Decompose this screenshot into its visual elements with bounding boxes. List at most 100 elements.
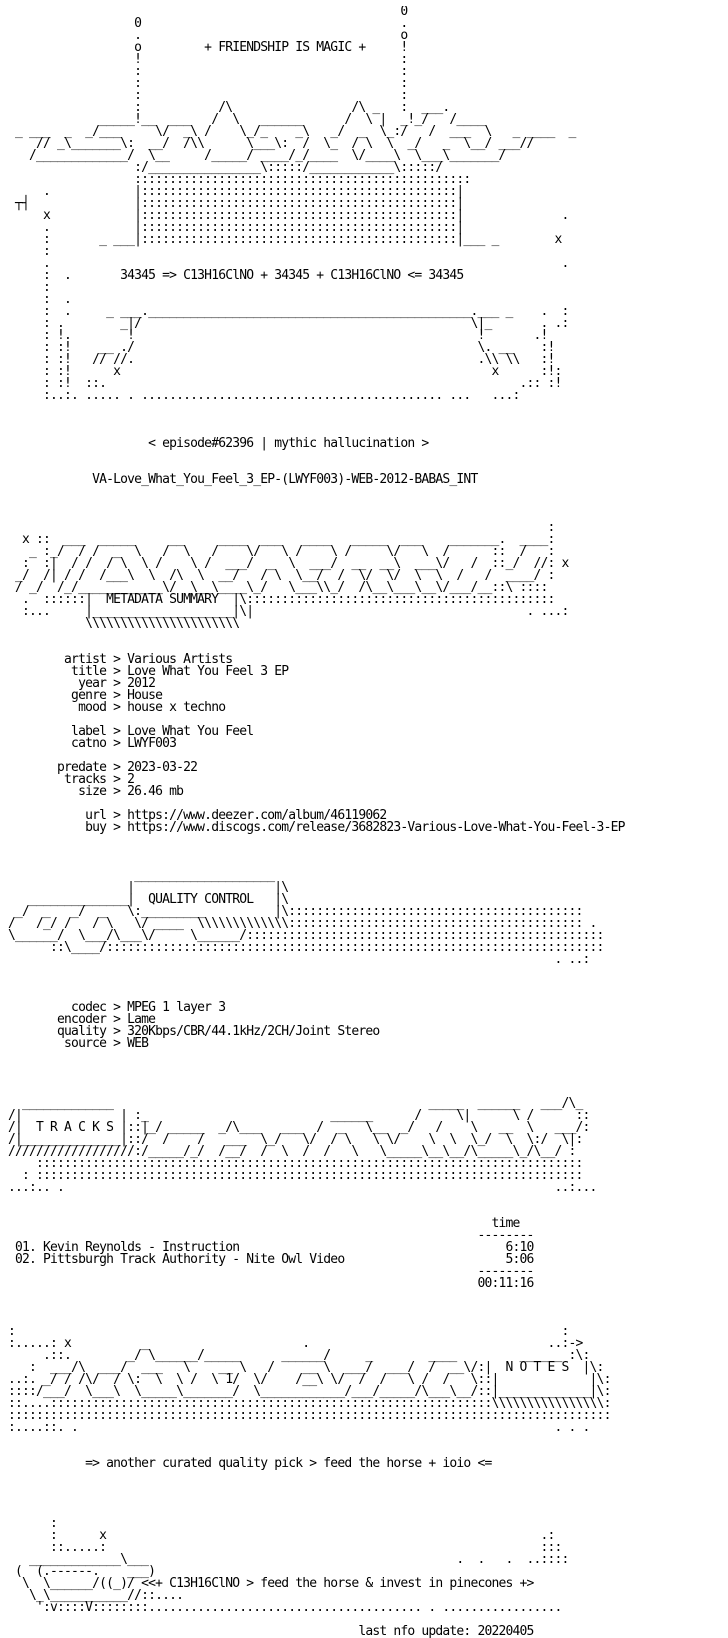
nfo-line: : [8,244,51,259]
nfo-line: ┬┤ |::::::::::::::::::::::::::::::::::::… [8,196,464,211]
nfo-line: /| T R A C K S |::|_/ _____ _/\___ ___ /… [8,1120,590,1135]
nfo-line [8,450,728,462]
nfo-line: : [8,1516,58,1531]
nfo-line [8,402,728,414]
nfo-line [8,1614,728,1626]
nfo-line [8,498,728,510]
nfo-line: : [8,520,556,535]
nfo-line: . . [8,256,569,271]
nfo-line: : x .: [8,1528,555,1543]
nfo-line: encoder > Lame [8,1012,156,1027]
nfo-line: : : [8,88,408,103]
nfo-line: _____________\___ . . . ..:::: [8,1552,569,1567]
nfo-line [8,1290,728,1302]
nfo-line: genre > House [8,688,163,703]
nfo-line: ..:. _/ / /\/ / \: \ \ / \ 1/ \/ /__\ \/… [8,1372,611,1387]
nfo-line: . |:::::::::::::::::::::::::::::::::::::… [8,184,464,199]
nfo-line: : :! // //. .\\ \\ :! [8,352,555,367]
nfo-line: < episode#62396 | mythic hallucination > [8,436,429,451]
nfo-line: 0 [8,6,408,19]
nfo-line: \______/ \___/\___\/ \______/:::::::::::… [8,928,604,943]
nfo-line: ::::/___/ \___\ \_____\_______/ \_______… [8,1384,611,1399]
nfo-line: _ :_/ / / _ \ / \ / \/ \ / \ / \/ \ / ::… [8,544,555,559]
nfo-line [8,486,728,498]
nfo-line: / _/ /_/____________\/ \__\____\_/ \___\… [8,580,548,595]
nfo-line: ( (.------. ___) [8,1564,156,1579]
nfo-line: /_____________/ \__ /_____/ ____/_/____ … [8,148,506,163]
nfo-line: : . [8,292,72,307]
nfo-line: | |\ [8,880,289,895]
nfo-line [8,834,728,846]
nfo-line: :... |____________________|\| . ...: [8,604,569,619]
nfo-line: : : [8,76,408,91]
nfo-line: //////////////////:/_____/_/ /__/ / \ / … [8,1144,576,1159]
nfo-line: predate > 2023-03-22 [8,760,198,775]
nfo-line: . ..: [8,952,591,967]
nfo-line: : [8,280,51,295]
nfo-line: :..:. ..... . ..........................… [8,388,520,403]
nfo-line: ::::::::::::::::::::::::::::::::::::::::… [8,1408,611,1423]
nfo-line [8,1050,728,1062]
nfo-line: /|______________|::/ / / ___ \_/ \/ / \ … [8,1132,583,1147]
nfo-line: catno > LWYF003 [8,736,177,751]
nfo-line: _____________ _____ ______ ___/\_ [8,1096,583,1111]
nfo-line: // _\_______\: __/ /\\ \___\: / \_ / \ \… [8,136,541,151]
nfo-line: / /_/ / / \ \/ ____ \\\\\\\\\\\\\:::::::… [8,916,597,931]
nfo-line: ::\____/::::::::::::::::::::::::::::::::… [8,940,604,955]
nfo-line: ':v::::V::::::::........................… [8,1600,562,1615]
nfo-line: source > WEB [8,1036,149,1051]
nfo-line: codec > MPEG 1 layer 3 [8,1000,226,1015]
nfo-line: : ___/\ ___/ ___ \ __ \ / __ \ ___/ ___/… [8,1360,604,1375]
nfo-line: : . _|/ \|_ . .: [8,316,569,331]
nfo-line: :.....: x _ . ..:-> [8,1336,583,1351]
nfo-line: url > https://www.deezer.com/album/46119… [8,808,387,823]
nfo-line: quality > 320Kbps/CBR/44.1kHz/2CH/Joint … [8,1024,380,1039]
nfo-line: _ ___ _ _/___ \/ _\ / \_/_ _\ _/ _ \_:/ … [8,124,576,139]
nfo-line: buy > https://www.discogs.com/release/36… [8,820,625,835]
nfo-line: label > Love What You Feel [8,724,254,739]
nfo-line: size > 26.46 mb [8,784,184,799]
nfo-line: 0 . [8,16,408,31]
nfo-line: _/ /| / / /___\ \ /\ \ __/ / \ \__/ / \/… [8,568,555,583]
nfo-line: ::....::::::::::::::::::::::::::::::::::… [8,1396,611,1411]
nfo-line: => another curated quality pick > feed t… [8,1456,492,1471]
nfo-line: /| | :_ ______ / \| \ / :: [8,1108,590,1123]
nfo-line [8,1302,728,1314]
nfo-line: ::.....: ::: [8,1540,562,1555]
nfo-line: \\\\\\\\\\\\\\\\\\\\\\ [8,616,240,631]
nfo-line: \_\___________//::.... [8,1588,184,1603]
nfo-line [8,846,728,858]
nfo-line [8,966,728,978]
nfo-line: : !. ! ! .! [8,328,548,343]
nfo-line: :/________________\:::::/____________\::… [8,160,443,175]
nfo-line: : : [8,1324,569,1339]
nfo-line: : :! __ ./ \. __ :! [8,340,555,355]
nfo-line: : : [8,64,408,79]
nfo-line: ____________________ [8,868,275,883]
nfo-line: year > 2012 [8,676,156,691]
nfo-line [8,1062,728,1074]
nfo-line: ::::::::::::::::::::::::::::::::::::::::… [8,172,471,187]
nfo-line: _/ _ _/ _ \:_________ |\::::::::::::::::… [8,904,583,919]
nfo-line: 02. Pittsburgh Track Authority - Nite Ow… [8,1252,534,1267]
nfo-line: -------- [8,1264,534,1279]
nfo-line: x :: ___ _____ __ ____ ___ ____ _____ __… [8,532,555,547]
nfo-line: : :| / / / \ \ / \ / ___/ _ \ ___/ __ __… [8,556,569,571]
nfo-line: 01. Kevin Reynolds - Instruction 6:10 [8,1240,534,1255]
nfo-line [8,1482,728,1494]
nfo-line: : :! x x :!: [8,364,562,379]
nfo-line [8,1506,728,1518]
nfo-line: mood > house x techno [8,700,226,715]
nfo-line: ! : [8,52,408,67]
nfo-line: title > Love What You Feel 3 EP [8,664,289,679]
nfo-line: : ::::::::::::::::::::::::::::::::::::::… [8,1168,583,1183]
nfo-line: . ::::::| METADATA SUMMARY |\:::::::::::… [8,592,555,607]
nfo-line: artist > Various Artists [8,652,233,667]
nfo-line: -------- [8,1228,534,1243]
nfo-line: _____!__ ___ / \ ______ / \ | _!_/ /____ [8,112,485,127]
nfo-line [8,630,728,642]
nfo-line [8,1494,728,1506]
nfo-line: last nfo update: 20220405 [8,1624,534,1638]
nfo-line: ::::::::::::::::::::::::::::::::::::::::… [8,1156,583,1171]
nfo-document: 0 0 . . o o + FRIENDSHIP IS MAGIC + ! ! [0,6,728,1638]
